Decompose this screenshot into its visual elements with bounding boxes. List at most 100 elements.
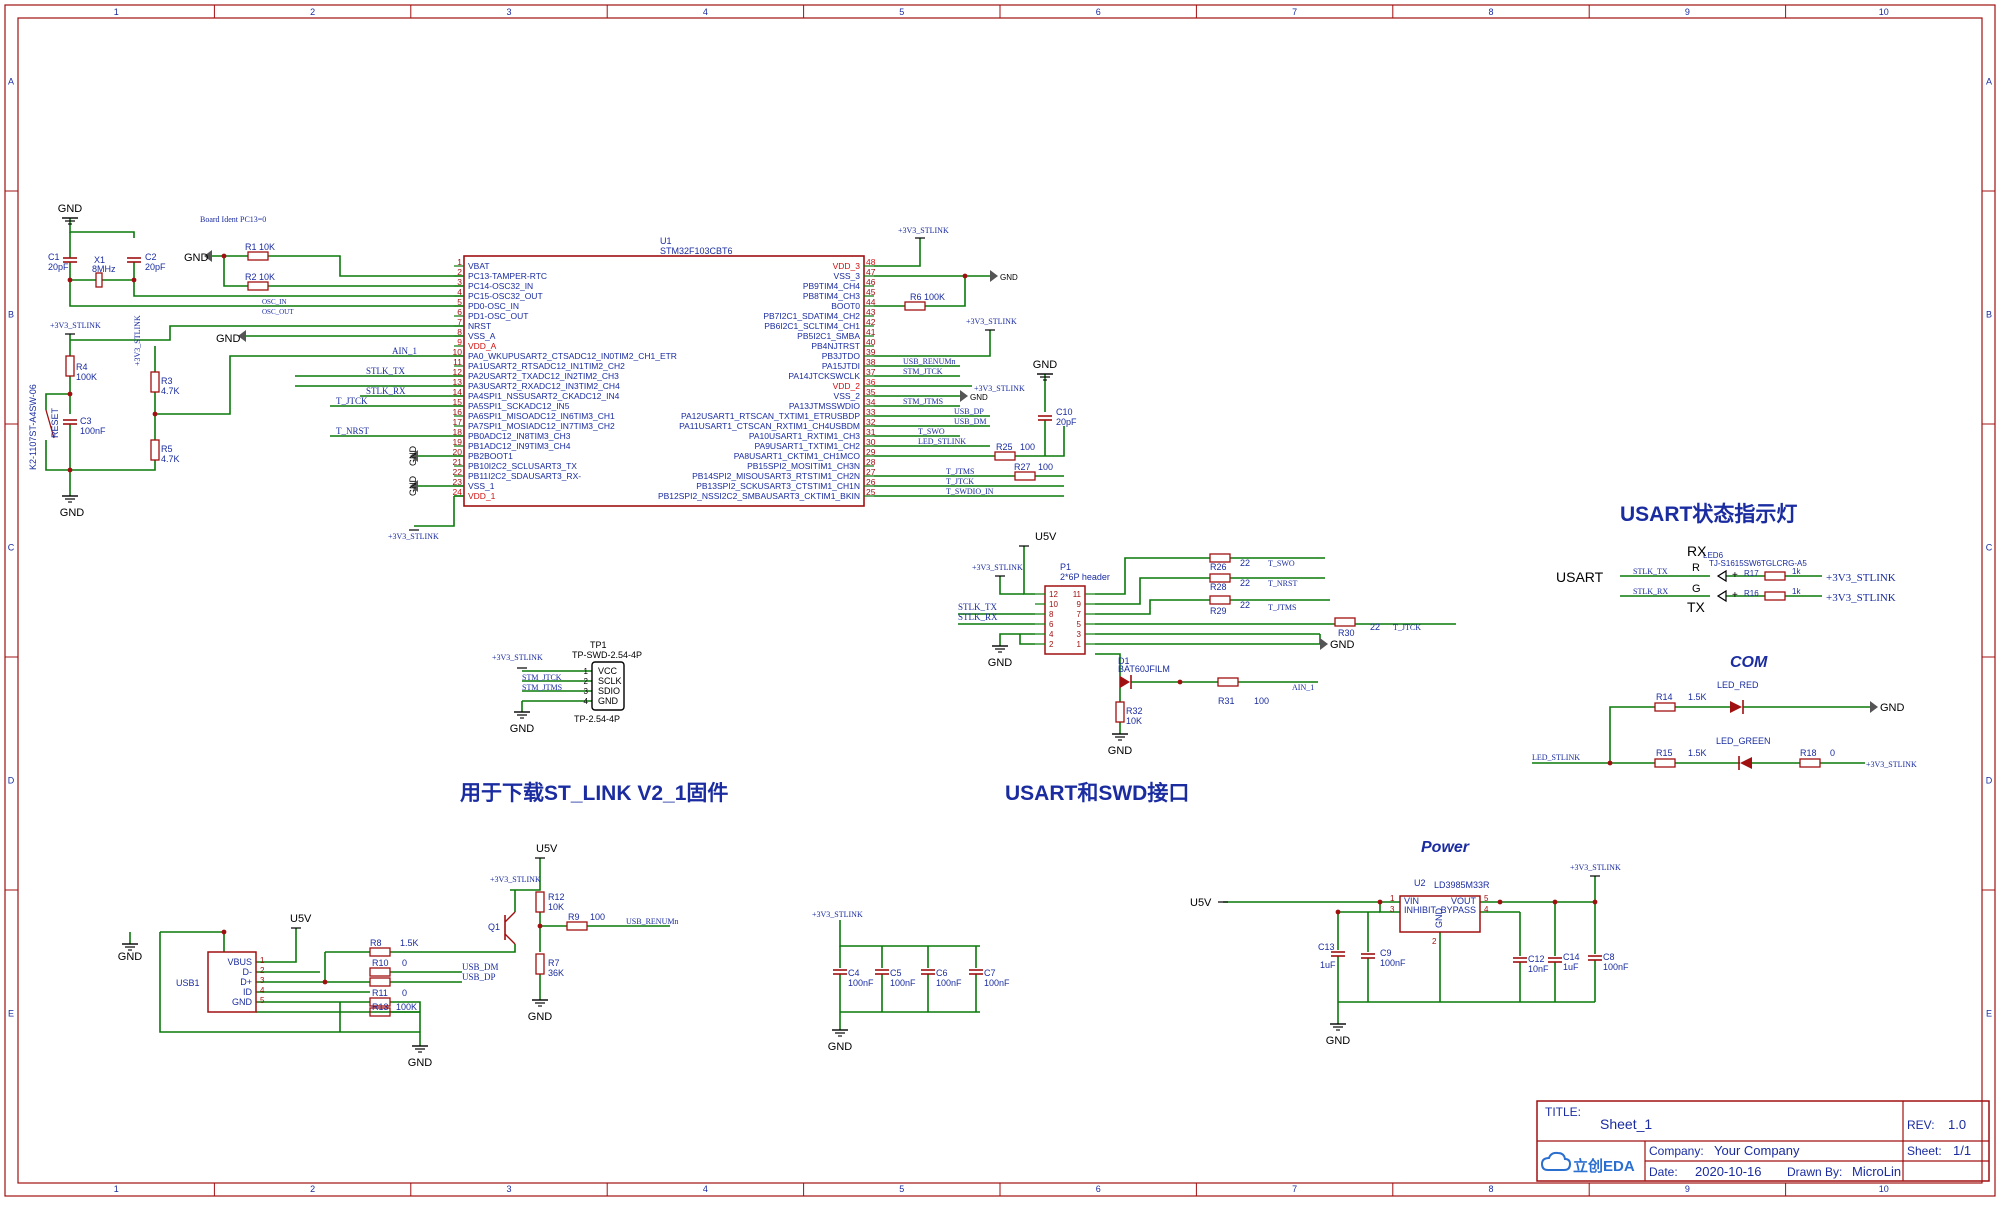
mcu-u1-body (463, 255, 865, 507)
p1-ref: P1 (1060, 562, 1071, 572)
resistor-r11 (369, 997, 391, 1007)
drawn-value: MicroLin (1852, 1164, 1901, 1179)
c6-ref: C6 (936, 968, 948, 978)
mcu-pin-name: VSS_3 (834, 271, 861, 281)
mcu-pin-number: 48 (866, 257, 876, 267)
frame-col-label-bottom: 5 (899, 1184, 904, 1194)
c3-ref: C3 (80, 416, 92, 426)
mcu-pin-name: VSS_A (468, 331, 496, 341)
r1-label: R1 10K (245, 242, 275, 252)
net-t-swo-p1: T_SWO (1268, 559, 1295, 568)
mcu-pin-number: 5 (457, 297, 462, 307)
capacitor-c7 (969, 969, 983, 975)
r2-label: R2 10K (245, 272, 275, 282)
capacitor-c12 (1513, 957, 1527, 963)
net-ain1: AIN_1 (392, 346, 417, 356)
eda-logo-text: 立创EDA (1573, 1157, 1635, 1175)
junction-dot (67, 277, 73, 283)
frame-row-label-right: C (1986, 543, 1993, 553)
net-usb-dm-usb: USB_DM (462, 962, 499, 972)
frame-col-label-bottom: 7 (1292, 1184, 1297, 1194)
board-ident-note: Board Ident PC13=0 (200, 215, 266, 224)
heading-usart-swd: USART和SWD接口 (1005, 782, 1189, 805)
mcu-pin-name: PA11USART1_CTSCAN_RXTIM1_CH4USBDM (679, 421, 860, 431)
c1-ref: C1 (48, 252, 60, 262)
resistor-r27 (1014, 471, 1036, 481)
net-stm-jtck-tp1: STM_JTCK (522, 673, 562, 682)
mcu-pin-name: PB6I2C1_SCLTIM4_CH1 (764, 321, 860, 331)
mcu-pin-number: 43 (866, 307, 876, 317)
mcu-pin-name: VDD_1 (468, 491, 496, 501)
p1-pin-num: 10 (1049, 600, 1058, 609)
ground-arrow-icon (1870, 701, 1878, 713)
rx-label: RX (1687, 543, 1707, 559)
usb-pin-name: D+ (240, 977, 252, 987)
mcu-pin-number: 38 (866, 357, 876, 367)
mcu-pin-number: 37 (866, 367, 876, 377)
u2-pin-vin: VIN (1404, 896, 1419, 906)
company-value: Your Company (1714, 1143, 1800, 1158)
mcu-pin-name: NRST (468, 321, 491, 331)
ground-arrow-icon (410, 450, 418, 462)
r8-ref: R8 (370, 938, 382, 948)
u2-pin-vout: VOUT (1451, 896, 1477, 906)
mcu-pin-number: 18 (453, 427, 463, 437)
r7-val: 36K (548, 968, 564, 978)
mcu-pin-number: 29 (866, 447, 876, 457)
frame-col-label-top: 9 (1685, 7, 1690, 17)
frame-col-label-top: 8 (1488, 7, 1493, 17)
r11-val: 0 (402, 988, 407, 998)
r28-val: 22 (1240, 578, 1250, 588)
company-label: Company: (1649, 1144, 1704, 1158)
transistor-q1-collector (504, 911, 516, 923)
ground-arrow-icon (410, 480, 418, 492)
gnd-label-vss2: GND (970, 393, 988, 402)
mcu-pin-number: 27 (866, 467, 876, 477)
resistor-r17 (1764, 571, 1786, 581)
mcu-pin-number: 40 (866, 337, 876, 347)
mcu-pin-name: PB2BOOT1 (468, 451, 513, 461)
p1-pin-num: 4 (1049, 630, 1054, 639)
mcu-pin-name: VDD_A (468, 341, 497, 351)
mcu-pin-name: PA6SPI1_MISOADC12_IN6TIM3_CH1 (468, 411, 615, 421)
mcu-pin-number: 30 (866, 437, 876, 447)
d1-val: BAT60JFILM (1118, 664, 1170, 674)
header-p1-body (1044, 585, 1086, 655)
mcu-pin-name: PA1USART2_RTSADC12_IN1TIM2_CH2 (468, 361, 625, 371)
gnd-label-reset: GND (60, 507, 85, 519)
usb-pin-num: 1 (260, 956, 265, 965)
gnd-label-vssa: GND (216, 333, 241, 345)
mcu-pin-name: PA13JTMSSWDIO (789, 401, 861, 411)
capacitor-c5 (875, 969, 889, 975)
mcu-pin-number: 11 (453, 357, 462, 367)
c8-ref: C8 (1603, 952, 1615, 962)
net-t-swdio-u1: T_SWDIO_IN (946, 487, 994, 496)
ground-icon (514, 711, 530, 719)
r32-ref: R32 (1126, 706, 1143, 716)
mcu-pin-name: PB13SPI2_SCKUSART3_CTSTIM1_CH1N (696, 481, 860, 491)
net-ain1-p1: AIN_1 (1292, 683, 1314, 692)
r16-val: 1k (1792, 587, 1801, 596)
led6-ref: LED6 (1703, 551, 1724, 560)
junction-dot (1592, 899, 1598, 905)
u5v-label-usb: U5V (290, 913, 312, 925)
c14-ref: C14 (1563, 952, 1580, 962)
ground-arrow-icon (204, 250, 212, 262)
resistor-r31 (1217, 677, 1239, 687)
gnd-label-r7: GND (528, 1011, 553, 1023)
u2-pin-num: 3 (1390, 905, 1395, 914)
c10-val: 20pF (1056, 417, 1077, 427)
frame-row-label-left: E (8, 1009, 14, 1019)
mcu-pin-name: PA15JTDI (822, 361, 860, 371)
regulator-u2-body (1399, 895, 1481, 933)
net-usb-dm-u1: USB_DM (954, 417, 986, 426)
gnd-label-usb: GND (118, 951, 143, 963)
ground-icon (832, 1029, 848, 1037)
c7-ref: C7 (984, 968, 996, 978)
frame-col-label-top: 3 (506, 7, 511, 17)
resistor-r14 (1654, 702, 1676, 712)
u2-pin-num: 2 (1432, 937, 1437, 946)
mcu-pin-number: 25 (866, 487, 876, 497)
capacitor-c8 (1588, 955, 1602, 961)
